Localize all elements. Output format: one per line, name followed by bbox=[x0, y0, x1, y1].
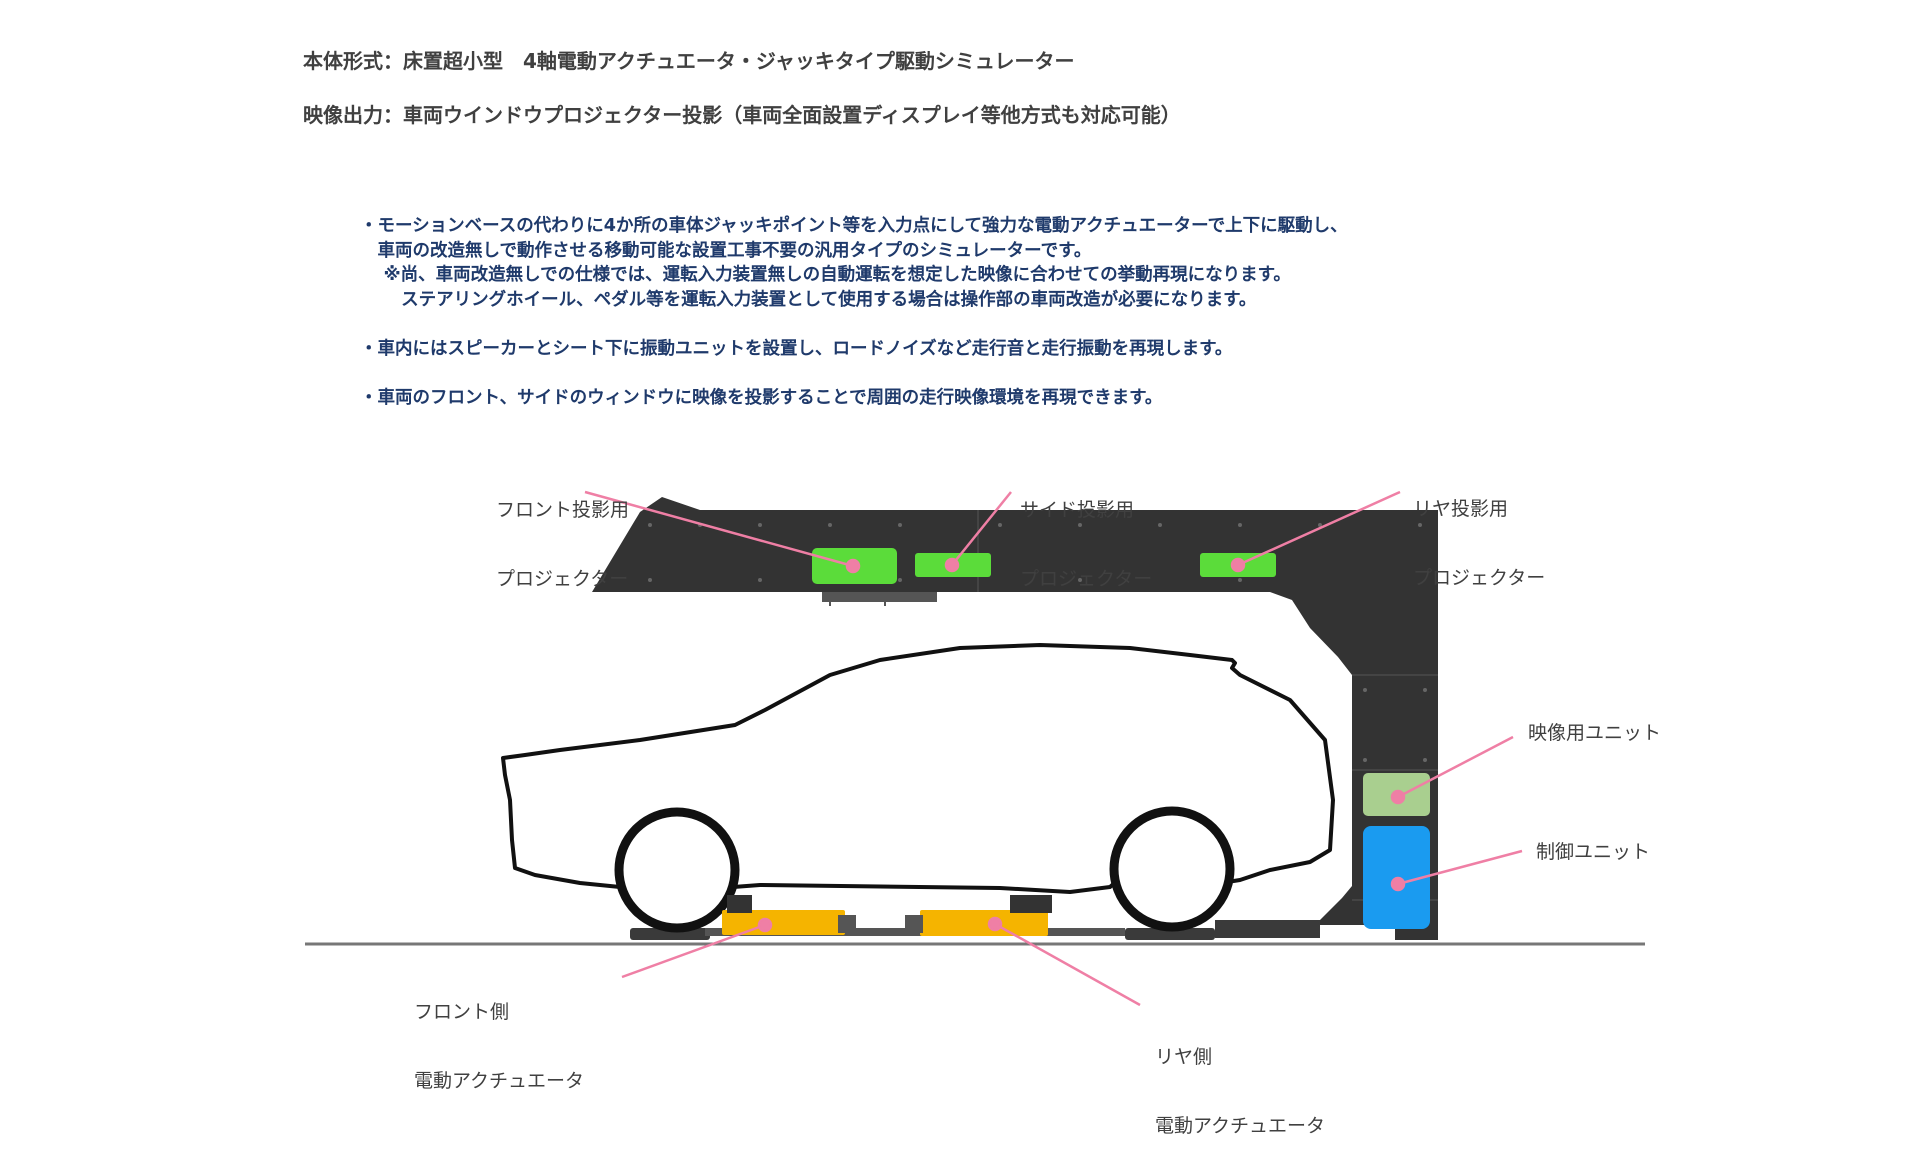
bullet-2: ・車内にはスピーカーとシート下に振動ユニットを設置し、ロードノイズなど走行音と走… bbox=[360, 338, 1233, 359]
rear-actuator-label: リヤ側 電動アクチュエータ bbox=[1155, 1000, 1325, 1161]
rear-projector-label-line-2: プロジェクター bbox=[1413, 567, 1546, 589]
control-unit-label: 制御ユニット bbox=[1536, 841, 1651, 863]
projector-frame bbox=[592, 497, 1438, 940]
rear-wheel bbox=[1109, 806, 1235, 932]
header-line-2: 映像出力：車両ウインドウプロジェクター投影（車両全面設置ディスプレイ等他方式も対… bbox=[303, 103, 1181, 127]
rear-projector-label-line-1: リヤ投影用 bbox=[1413, 498, 1509, 520]
rear-actuator bbox=[920, 910, 1048, 936]
front-projector-label: フロント投影用 プロジェクター bbox=[496, 453, 629, 614]
rear-actuator-leader bbox=[994, 922, 1141, 1007]
front-wheel bbox=[614, 807, 740, 933]
side-projector-label: サイド投影用 プロジェクター bbox=[1020, 453, 1152, 614]
side-projector-label-line-1: サイド投影用 bbox=[1020, 499, 1135, 521]
bullet-1-line-4: ステアリングホイール、ペダル等を運転入力装置として使用する場合は操作部の車両改造… bbox=[360, 289, 1257, 310]
bullet-1-line-2: 車両の改造無しで動作させる移動可能な設置工事不要の汎用タイプのシミュレーターです… bbox=[360, 240, 1092, 261]
bullet-1-line-1: ・モーションベースの代わりに4か所の車体ジャッキポイント等を入力点にして強力な電… bbox=[360, 216, 1348, 236]
front-actuator-label-line-1: フロント側 bbox=[414, 1001, 510, 1023]
control-unit-leader bbox=[1397, 849, 1523, 886]
front-projector-label-line-1: フロント投影用 bbox=[496, 499, 630, 521]
rear-wheel-base bbox=[1125, 928, 1215, 940]
front-projector-label-line-2: プロジェクター bbox=[496, 568, 629, 590]
front-actuator-leader bbox=[621, 923, 766, 979]
front-actuator-label: フロント側 電動アクチュエータ bbox=[414, 955, 584, 1116]
video-unit-leader bbox=[1397, 735, 1514, 799]
front-actuator bbox=[722, 910, 845, 935]
side-projector-leader bbox=[951, 491, 1012, 566]
bullet-1-line-3: ※尚、車両改造無しでの仕様では、運転入力装置無しの自動運転を想定した映像に合わせ… bbox=[360, 265, 1291, 285]
rear-actuator-label-line-2: 電動アクチュエータ bbox=[1155, 1115, 1326, 1137]
side-projector-label-line-2: プロジェクター bbox=[1020, 568, 1153, 590]
front-projector-leader bbox=[584, 490, 854, 568]
header-line-1: 本体形式：床置超小型 4軸電動アクチュエータ・ジャッキタイプ駆動シミュレーター bbox=[303, 49, 1075, 73]
bullet-3: ・車両のフロント、サイドのウィンドウに映像を投影することで周囲の走行映像環境を再… bbox=[360, 387, 1163, 408]
video-unit-label: 映像用ユニット bbox=[1528, 722, 1662, 744]
simulator-diagram bbox=[305, 490, 1645, 1007]
feature-bullets: ・モーションベースの代わりに4か所の車体ジャッキポイント等を入力点にして強力な電… bbox=[360, 214, 1348, 410]
rear-projector-label: リヤ投影用 プロジェクター bbox=[1413, 452, 1545, 613]
front-actuator-label-line-2: 電動アクチュエータ bbox=[414, 1070, 585, 1092]
rear-projector-leader bbox=[1237, 490, 1401, 567]
rear-actuator-label-line-1: リヤ側 bbox=[1155, 1046, 1213, 1068]
